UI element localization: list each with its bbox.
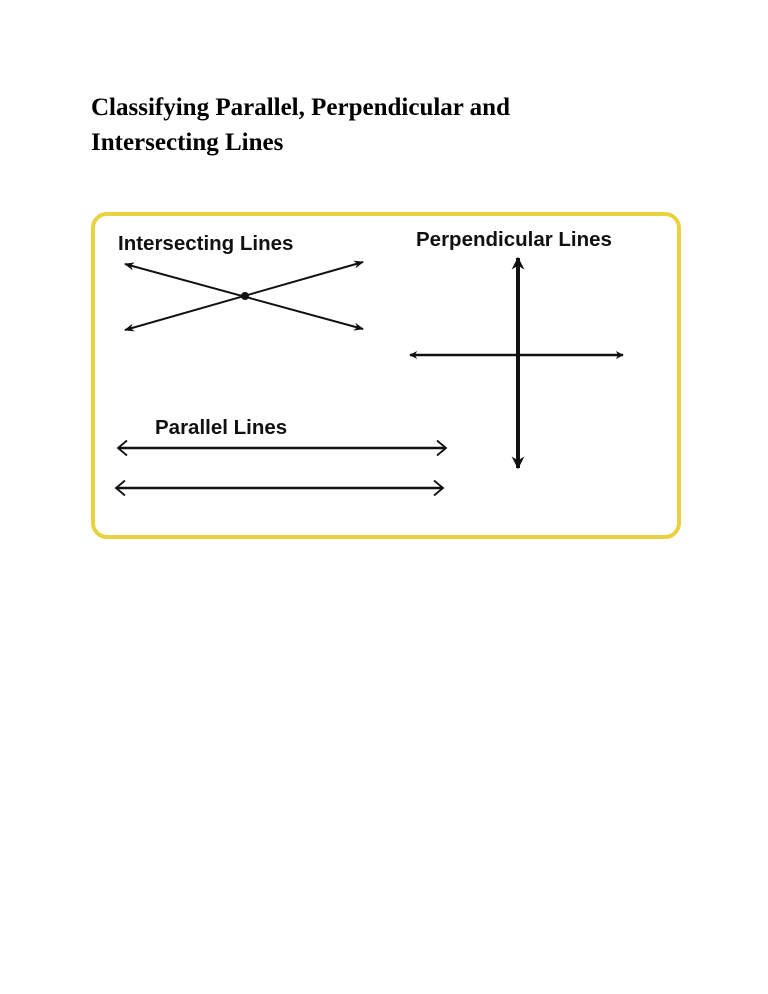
perpendicular-label: Perpendicular Lines xyxy=(416,228,612,251)
title-line-2: Intersecting Lines xyxy=(91,129,284,156)
intersecting-lines xyxy=(124,260,364,332)
intersecting-label: Intersecting Lines xyxy=(118,232,293,255)
parallel-lines xyxy=(114,439,448,497)
parallel-label: Parallel Lines xyxy=(155,416,287,439)
perpendicular-lines xyxy=(409,256,624,470)
intersection-point xyxy=(241,292,249,300)
title-line-1: Classifying Parallel, Perpendicular and xyxy=(91,94,510,121)
